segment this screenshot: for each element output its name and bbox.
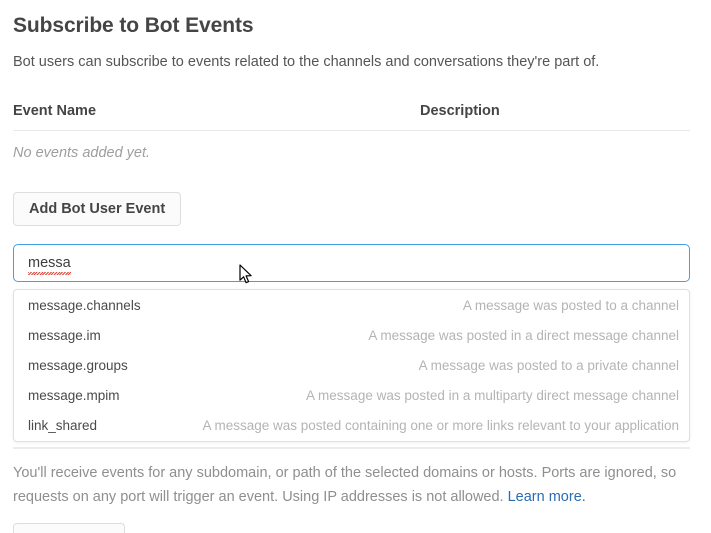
suggestion-event-description: A message was posted to a private channe…	[418, 357, 679, 373]
suggestion-event-name: link_shared	[28, 417, 98, 433]
add-bot-user-event-button[interactable]: Add Bot User Event	[13, 192, 182, 226]
suggestion-item[interactable]: message.groups A message was posted to a…	[14, 350, 689, 380]
suggestion-item[interactable]: link_shared A message was posted contain…	[14, 410, 689, 440]
events-empty-message: No events added yet.	[13, 145, 151, 161]
suggestion-event-description: A message was posted to a channel	[462, 297, 679, 313]
table-header-divider	[13, 130, 690, 131]
column-header-event-name: Event Name	[13, 103, 97, 119]
learn-more-link[interactable]: Learn more.	[507, 489, 586, 505]
suggestion-event-description: A message was posted containing one or m…	[202, 417, 679, 433]
suggestion-item[interactable]: message.im A message was posted in a dir…	[14, 320, 689, 350]
bottom-action-button[interactable]	[13, 523, 125, 533]
events-table-header: Event Name Description	[13, 103, 690, 131]
suggestion-event-description: A message was posted in a multiparty dir…	[306, 387, 679, 403]
column-header-description: Description	[420, 103, 500, 119]
section-divider	[13, 447, 690, 449]
suggestion-event-description: A message was posted in a direct message…	[368, 327, 679, 343]
page-title: Subscribe to Bot Events	[13, 14, 254, 37]
help-text: You'll receive events for any subdomain,…	[13, 461, 685, 509]
page-subtitle: Bot users can subscribe to events relate…	[13, 54, 600, 70]
help-text-body: You'll receive events for any subdomain,…	[13, 465, 677, 505]
event-search-input-value: messa	[28, 254, 71, 275]
suggestion-event-name: message.channels	[28, 297, 141, 313]
event-suggestions-dropdown[interactable]: message.channels A message was posted to…	[13, 289, 690, 442]
suggestion-event-name: message.groups	[28, 357, 128, 373]
suggestion-item[interactable]: message.mpim A message was posted in a m…	[14, 380, 689, 410]
suggestion-event-name: message.mpim	[28, 387, 120, 403]
event-search-input[interactable]: messa	[13, 244, 690, 282]
suggestion-item[interactable]: message.channels A message was posted to…	[14, 290, 689, 320]
suggestion-event-name: message.im	[28, 327, 101, 343]
